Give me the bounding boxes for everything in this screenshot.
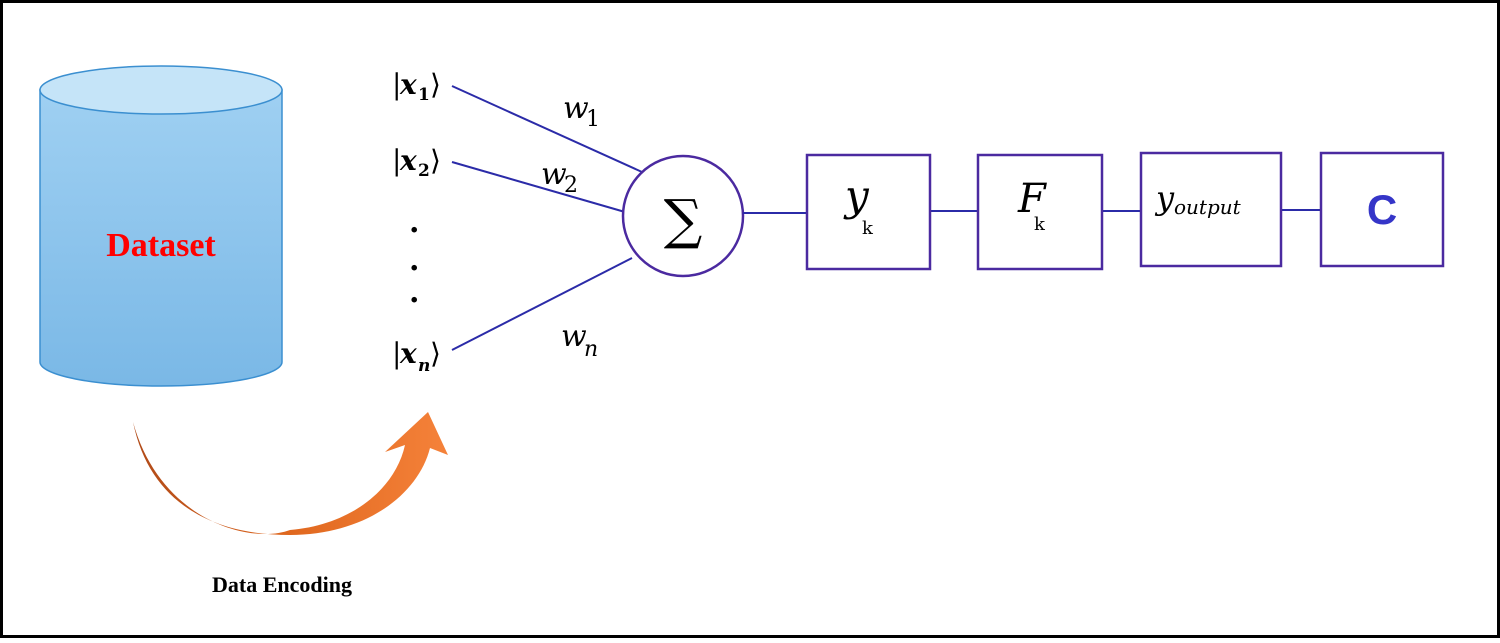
data-encoding-label: Data Encoding bbox=[212, 572, 352, 597]
svg-text:.: . bbox=[409, 275, 419, 310]
svg-text:|: | bbox=[392, 68, 401, 101]
block-connectors bbox=[743, 209, 1321, 214]
block-yk: y k bbox=[805, 153, 932, 271]
svg-text:⟩: ⟩ bbox=[430, 144, 441, 177]
input-ket-1: | x 1 ⟩ bbox=[392, 68, 441, 105]
ellipsis-dots: . . . bbox=[409, 205, 419, 310]
connection-line-2 bbox=[451, 161, 626, 213]
svg-text:w: w bbox=[563, 91, 589, 126]
svg-text:C: C bbox=[1367, 186, 1397, 233]
block-c: C bbox=[1319, 151, 1445, 268]
connection-line-1 bbox=[451, 85, 643, 173]
weight-1: w 1 bbox=[563, 91, 600, 132]
svg-text:x: x bbox=[399, 68, 417, 101]
input-connections bbox=[451, 85, 643, 351]
svg-text:⟩: ⟩ bbox=[430, 337, 441, 370]
svg-text:|: | bbox=[392, 144, 401, 177]
summation-node: ∑ bbox=[621, 154, 745, 278]
svg-text:.: . bbox=[409, 205, 419, 240]
connection-line-n bbox=[451, 257, 633, 351]
encoding-arrow bbox=[133, 412, 448, 535]
svg-text:|: | bbox=[392, 337, 401, 370]
svg-text:n: n bbox=[584, 337, 598, 362]
svg-text:w: w bbox=[541, 157, 567, 192]
input-ket-n: | x n ⟩ bbox=[392, 337, 441, 376]
svg-text:2: 2 bbox=[564, 173, 578, 198]
dataset-cylinder: Dataset bbox=[39, 65, 283, 387]
svg-text:2: 2 bbox=[418, 161, 430, 181]
svg-text:1: 1 bbox=[418, 85, 430, 105]
block-youtput: y output bbox=[1139, 151, 1283, 268]
svg-text:k: k bbox=[862, 218, 874, 239]
svg-text:output: output bbox=[1174, 195, 1242, 219]
block-fk: F k bbox=[976, 153, 1104, 271]
svg-text:y: y bbox=[1154, 179, 1175, 217]
input-ket-2: | x 2 ⟩ bbox=[392, 144, 441, 181]
svg-text:x: x bbox=[399, 144, 417, 177]
svg-text:n: n bbox=[418, 356, 430, 376]
sigma-symbol: ∑ bbox=[664, 188, 703, 251]
svg-text:k: k bbox=[1034, 214, 1046, 235]
svg-text:1: 1 bbox=[586, 107, 600, 132]
svg-text:.: . bbox=[409, 243, 419, 278]
svg-text:⟩: ⟩ bbox=[430, 68, 441, 101]
dataset-label: Dataset bbox=[106, 227, 216, 264]
svg-text:x: x bbox=[399, 337, 417, 370]
weight-2: w 2 bbox=[541, 157, 578, 198]
svg-text:y: y bbox=[843, 171, 870, 220]
weight-n: w n bbox=[561, 319, 598, 362]
svg-text:w: w bbox=[561, 319, 587, 354]
svg-text:F: F bbox=[1017, 176, 1047, 222]
